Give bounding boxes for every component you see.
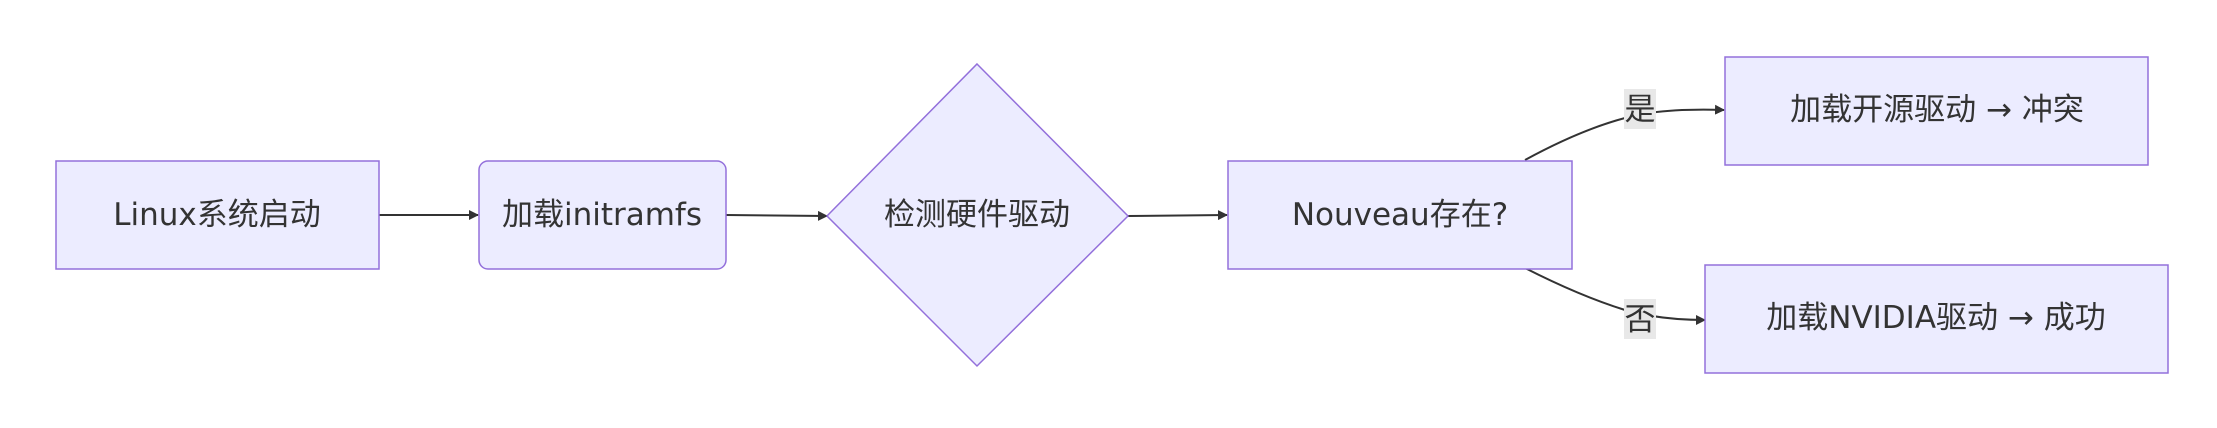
node-start: Linux系统启动 (55, 160, 380, 270)
node-conflict: 加载开源驱动 → 冲突 (1724, 56, 2149, 166)
node-initramfs: 加载initramfs (478, 160, 727, 270)
edge-label-no-text: 否 (1625, 302, 1656, 338)
node-conflict-label: 加载开源驱动 → 冲突 (1790, 92, 2084, 128)
edge-label-no: 否 (1624, 299, 1656, 339)
node-nouveau-label: Nouveau存在? (1292, 197, 1508, 233)
node-detect-label: 检测硬件驱动 (884, 197, 1070, 233)
edge-initramfs-to-detect (725, 210, 828, 221)
edge-label-yes-text: 是 (1625, 92, 1656, 128)
edge-nouveau-to-success (1524, 267, 1706, 325)
node-start-label: Linux系统启动 (113, 197, 321, 233)
edge-label-yes: 是 (1624, 89, 1656, 129)
node-detect: 检测硬件驱动 (825, 62, 1130, 368)
node-success: 加载NVIDIA驱动 → 成功 (1704, 264, 2169, 374)
edge-detect-to-nouveau (1127, 210, 1228, 221)
node-initramfs-label: 加载initramfs (502, 197, 702, 233)
node-nouveau: Nouveau存在? (1227, 160, 1573, 270)
node-success-label: 加载NVIDIA驱动 → 成功 (1766, 300, 2105, 336)
